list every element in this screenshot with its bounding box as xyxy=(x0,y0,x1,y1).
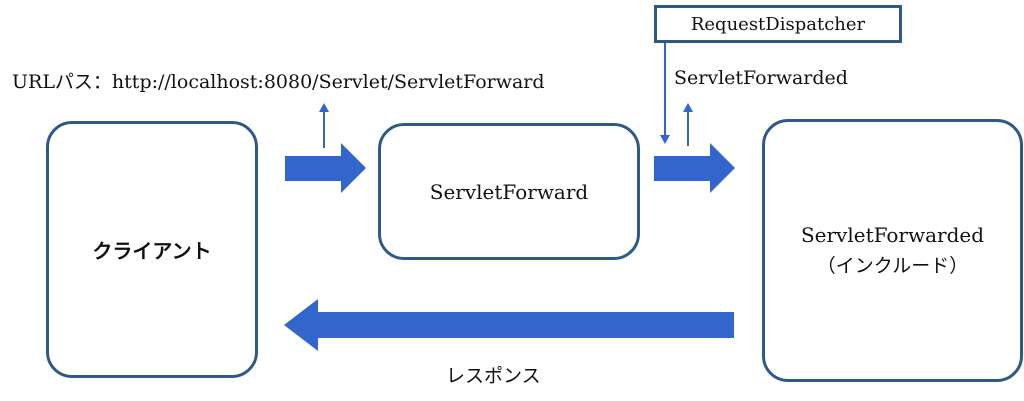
request-arrow-2 xyxy=(654,143,735,193)
request-dispatcher-label: RequestDispatcher xyxy=(690,13,866,35)
dispatcher-down-arrow xyxy=(660,43,670,144)
response-arrow xyxy=(284,299,734,351)
client-node: クライアント xyxy=(46,121,258,378)
include-note-label: （インクルード） xyxy=(816,255,969,277)
servlet-forward-label: ServletForward xyxy=(429,179,589,204)
forwarded-path-label: ServletForwarded xyxy=(674,67,848,89)
forwarded-up-arrow xyxy=(683,103,693,146)
request-dispatcher-box: RequestDispatcher xyxy=(654,5,902,43)
servlet-forwarded-node: ServletForwarded （インクルード） xyxy=(762,119,1023,382)
servlet-forwarded-label: ServletForwarded xyxy=(800,223,985,247)
client-label: クライアント xyxy=(92,239,212,263)
servlet-forward-node: ServletForward xyxy=(378,123,640,260)
url-path-label: URLパス：http://localhost:8080/Servlet/Serv… xyxy=(12,71,545,93)
request-arrow-1 xyxy=(285,143,366,193)
response-label: レスポンス xyxy=(446,365,541,387)
url-up-arrow xyxy=(319,103,329,148)
